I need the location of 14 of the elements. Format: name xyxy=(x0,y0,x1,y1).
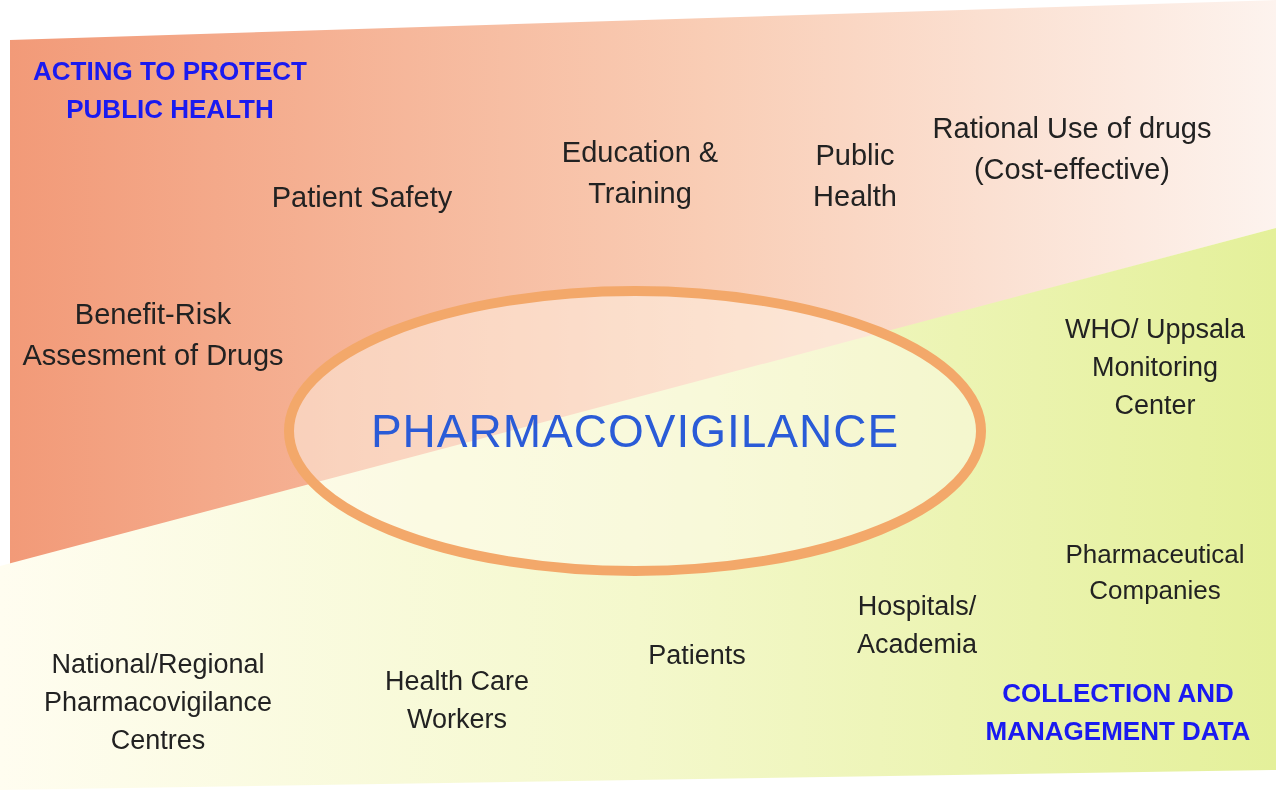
topic-label: Patient Safety xyxy=(270,180,454,215)
band-heading: ACTING TO PROTECT PUBLIC HEALTH xyxy=(32,55,308,126)
center-title: PHARMACOVIGILANCE xyxy=(370,404,900,458)
topic-label: Education & Training xyxy=(560,135,720,211)
topic-label: Hospitals/ Academia xyxy=(855,590,979,661)
topic-label: Pharmaceutical Companies xyxy=(1064,538,1246,607)
topic-label: Rational Use of drugs (Cost-effective) xyxy=(932,111,1212,187)
topic-label: WHO/ Uppsala Monitoring Center xyxy=(1063,313,1247,422)
topic-label: Health Care Workers xyxy=(383,665,531,736)
topic-label: National/Regional Pharmacovigilance Centres xyxy=(42,648,274,757)
topic-label: Benefit-Risk Assesment of Drugs xyxy=(21,297,285,373)
topic-label: Public Health xyxy=(812,138,898,214)
topic-label: Patients xyxy=(647,639,747,672)
band-heading: COLLECTION AND MANAGEMENT DATA xyxy=(984,677,1252,748)
